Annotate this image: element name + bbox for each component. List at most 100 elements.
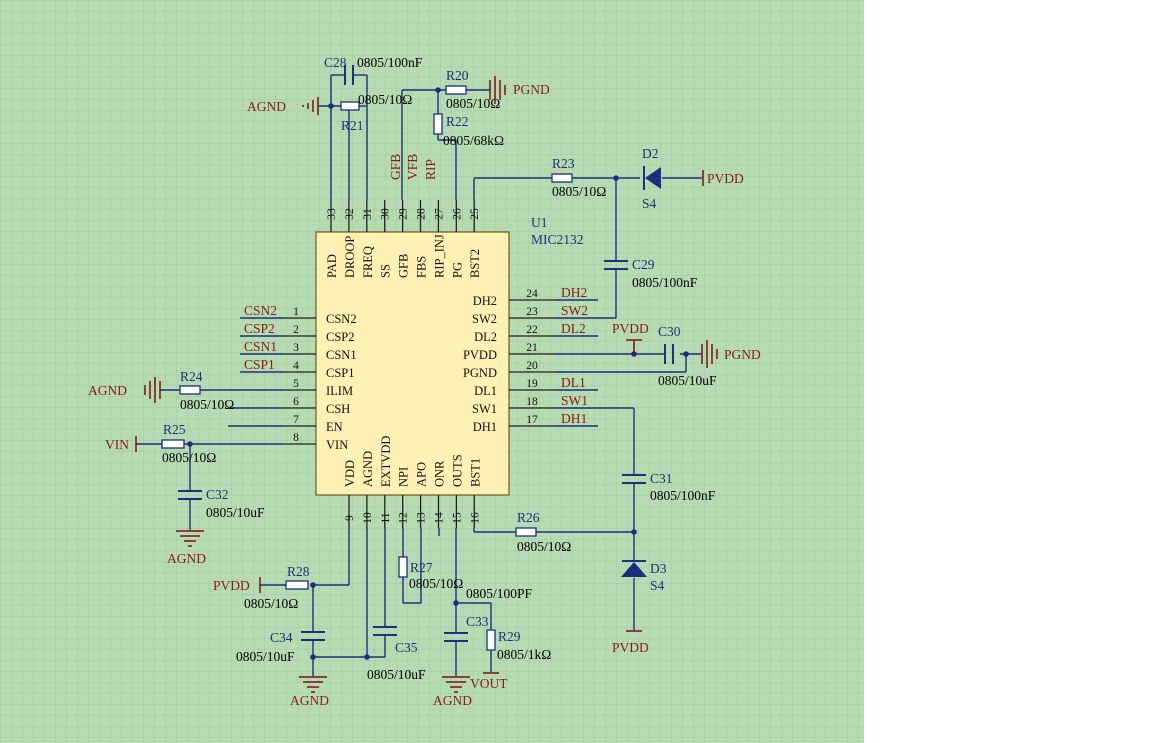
agnd-label-c32: AGND <box>167 551 206 566</box>
c30-capacitor[interactable]: C30 0805/10uF <box>658 324 717 388</box>
r25-resistor[interactable]: R25 0805/10Ω <box>161 422 216 465</box>
net-label-dh2: DH2 <box>561 285 587 300</box>
vout-symbol: VOUT <box>470 672 508 691</box>
pin-12-name: NPI <box>397 467 411 487</box>
top-wiring <box>318 74 702 319</box>
d3-designator: D3 <box>650 561 667 576</box>
r22-value: 0805/68kΩ <box>443 133 504 148</box>
pin-16-number: 16 <box>469 512 481 524</box>
pvdd-label-r28: PVDD <box>213 578 250 593</box>
ic-body[interactable] <box>315 231 510 496</box>
r28-designator: R28 <box>287 564 310 579</box>
ic-designator: U1 <box>531 215 548 230</box>
r20-designator: R20 <box>446 68 469 83</box>
pin-7-name: EN <box>326 420 343 434</box>
net-label-dl2: DL2 <box>561 321 586 336</box>
pin-14-number: 14 <box>434 512 446 524</box>
ic-pins: 33PAD32DROOP31FREQ30SS29GFB28FBS27RIP_IN… <box>283 200 555 528</box>
right-net-labels: DH2 SW2 DL2 DL1 SW1 DH1 <box>555 285 598 427</box>
c31-value: 0805/100nF <box>650 488 716 503</box>
pin-33-name: PAD <box>325 254 339 278</box>
pin-26-number: 26 <box>451 208 463 220</box>
pin-27-name: RIP_INJ <box>432 234 446 278</box>
r27-value: 0805/10Ω <box>409 576 463 591</box>
c34-value: 0805/10uF <box>236 649 295 664</box>
pin-11-name: EXTVDD <box>379 436 393 487</box>
pin-16-name: BST1 <box>468 458 482 487</box>
pin-14-name: ONR <box>433 460 447 487</box>
c28-capacitor[interactable]: C28 0805/100nF <box>324 55 423 85</box>
r25-value: 0805/10Ω <box>162 450 216 465</box>
pin-29-name: GFB <box>397 254 411 278</box>
bottom-wiring <box>260 528 492 676</box>
agnd-label-c33: AGND <box>433 693 472 708</box>
agnd-label-left: AGND <box>88 383 127 398</box>
pvdd-label-mid: PVDD <box>612 321 649 336</box>
r26-resistor[interactable]: R26 0805/10Ω <box>515 510 571 554</box>
c32-designator: C32 <box>206 487 229 502</box>
net-label-csn2: CSN2 <box>244 303 277 318</box>
c29-designator: C29 <box>632 257 655 272</box>
pin-28-number: 28 <box>416 208 428 220</box>
r22-resistor[interactable]: R22 0805/68kΩ <box>433 113 504 148</box>
pin-3-name: CSN1 <box>326 348 357 362</box>
c31-capacitor[interactable]: C31 0805/100nF <box>622 471 716 503</box>
c33-capacitor[interactable]: C33 0805/100PF <box>444 586 533 642</box>
c35-capacitor[interactable]: C35 0805/10uF <box>367 626 426 682</box>
pin-30-number: 30 <box>380 208 392 220</box>
net-label-dl1: DL1 <box>561 375 586 390</box>
d3-value: S4 <box>650 578 665 593</box>
r29-resistor[interactable]: R29 0805/1kΩ <box>486 629 551 662</box>
c30-value: 0805/10uF <box>658 373 717 388</box>
pin-22-name: DL2 <box>474 330 497 344</box>
r20-resistor[interactable]: R20 0805/10Ω <box>445 68 500 111</box>
pin-3-number: 3 <box>293 342 299 354</box>
pin-6-number: 6 <box>293 396 299 408</box>
pin-13-number: 13 <box>416 512 428 524</box>
schematic-canvas: U1 MIC2132 33PAD32DROOP31FREQ30SS29GFB28… <box>0 0 864 743</box>
pvdd-symbol-r28: PVDD <box>213 577 261 593</box>
net-label-sw1: SW1 <box>561 393 588 408</box>
r21-resistor[interactable]: R21 0805/10Ω <box>340 92 412 133</box>
pin-21-name: PVDD <box>463 348 497 362</box>
pin-11-number: 11 <box>380 512 392 523</box>
c32-capacitor[interactable]: C32 0805/10uF <box>178 487 265 520</box>
pgnd-symbol-top: PGND <box>489 76 550 104</box>
d3-diode[interactable]: D3 S4 <box>621 560 667 593</box>
pin-9-number: 9 <box>344 515 356 521</box>
c35-designator: C35 <box>395 640 418 655</box>
pin-31-name: FREQ <box>361 246 375 278</box>
c29-value: 0805/100nF <box>632 275 698 290</box>
r23-resistor[interactable]: R23 0805/10Ω <box>551 156 606 199</box>
r29-designator: R29 <box>498 629 521 644</box>
pin-1-number: 1 <box>293 306 299 318</box>
c29-capacitor[interactable]: C29 0805/100nF <box>604 257 698 290</box>
r21-designator: R21 <box>341 118 364 133</box>
pin-2-number: 2 <box>293 324 299 336</box>
pin-6-name: CSH <box>326 402 350 416</box>
d2-designator: D2 <box>642 146 659 161</box>
pgnd-label-top: PGND <box>513 82 550 97</box>
r28-value: 0805/10Ω <box>244 596 298 611</box>
c35-value: 0805/10uF <box>367 667 426 682</box>
pin-18-name: SW1 <box>472 402 497 416</box>
net-label-gfb: GFB <box>388 154 403 180</box>
pin-15-name: OUTS <box>450 454 464 487</box>
pin-21-number: 21 <box>526 342 538 354</box>
r28-resistor[interactable]: R28 0805/10Ω <box>244 564 310 611</box>
ic-part-name: MIC2132 <box>531 232 584 247</box>
d2-diode[interactable]: D2 S4 <box>642 146 661 211</box>
r20-value: 0805/10Ω <box>446 96 500 111</box>
vout-label: VOUT <box>470 676 508 691</box>
r27-designator: R27 <box>410 560 433 575</box>
c34-capacitor[interactable]: C34 0805/10uF <box>236 630 325 664</box>
pin-29-number: 29 <box>398 208 410 220</box>
pin-24-name: DH2 <box>473 294 497 308</box>
c30-network: PVDD <box>555 321 702 373</box>
pvdd-label-top: PVDD <box>707 171 744 186</box>
r27-resistor[interactable]: R27 0805/10Ω <box>398 556 463 591</box>
pin-31-number: 31 <box>362 208 374 220</box>
pin-17-number: 17 <box>526 414 538 426</box>
r24-resistor[interactable]: R24 0805/10Ω <box>179 369 234 412</box>
